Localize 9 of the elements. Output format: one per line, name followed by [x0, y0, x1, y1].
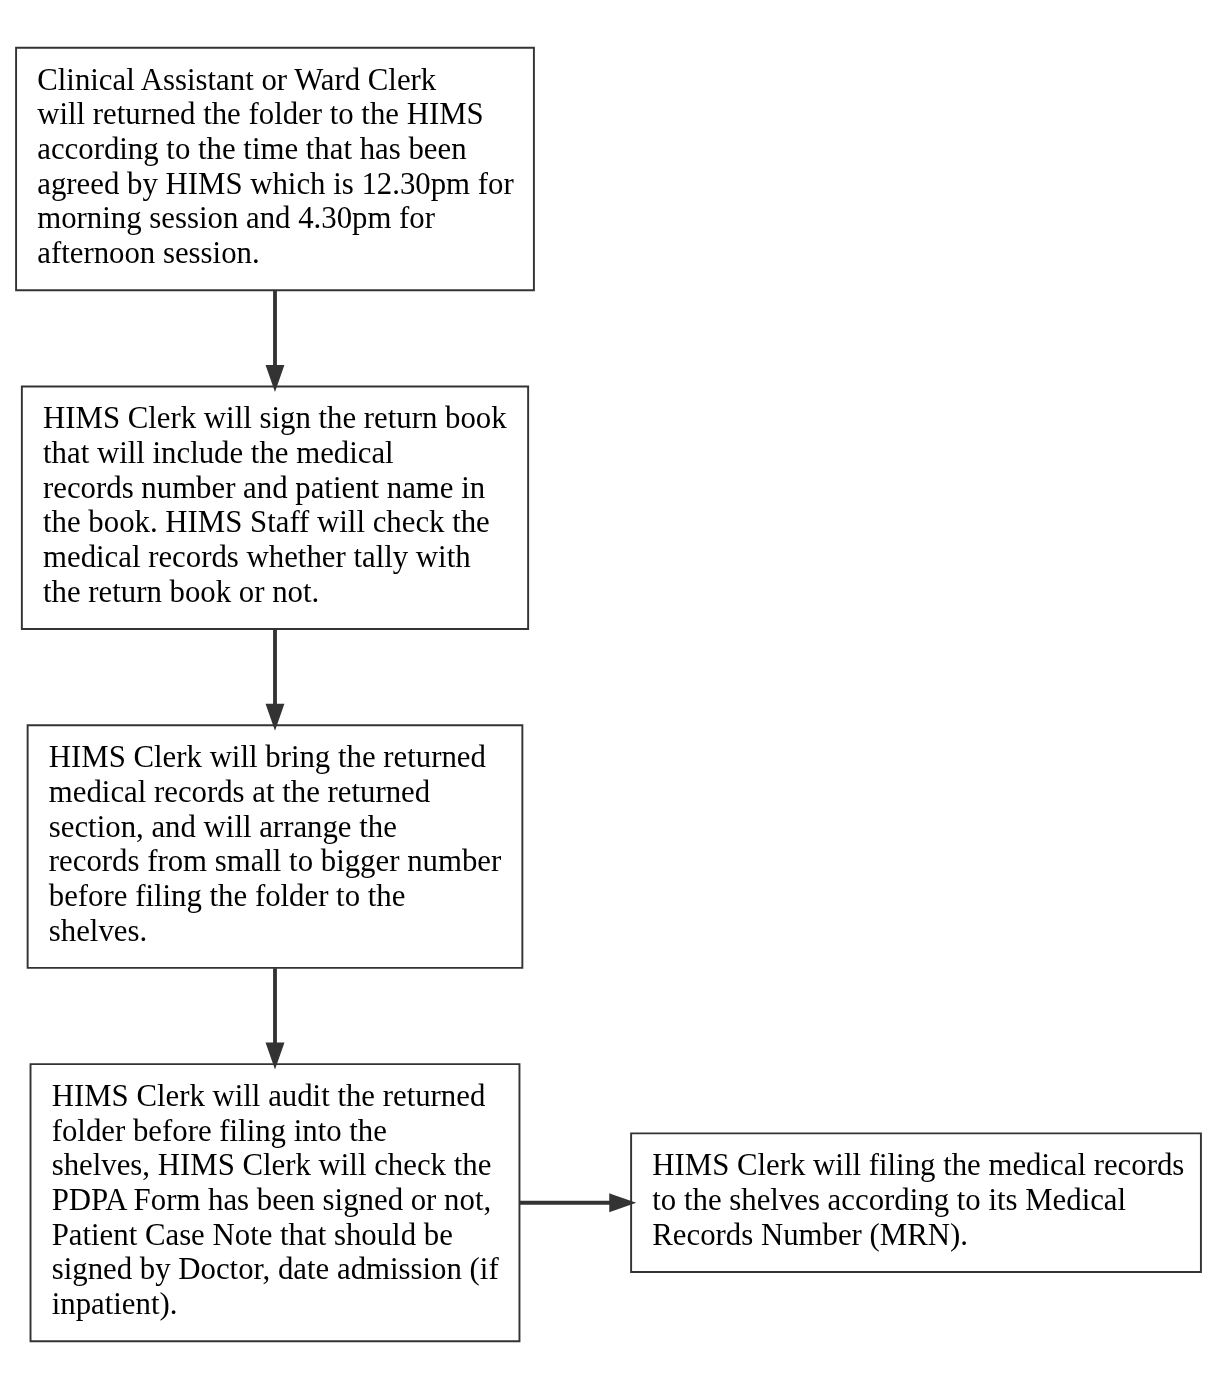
arrow [519, 1192, 637, 1212]
arrow [265, 290, 285, 392]
node-box: HIMS Clerk will filing the medical records to the shelves according to its Medical Records Number (MRN). [630, 1131, 1202, 1273]
node-box: Clinical Assistant or Ward Clerk will returned the folder to the HIMS according to the time that has been agreed by HIMS which is 12.30pm for morning session and 4.30pm for afternoon session. [15, 46, 535, 291]
arrow [265, 967, 285, 1070]
node-box: HIMS Clerk will audit the returned folder before filing into the shelves, HIMS Clerk will check the PDPA Form has been signed or not, Patient Case Note that should be signed by Doctor, date admission (if inpatient). [29, 1062, 521, 1342]
arrow [265, 629, 285, 731]
node-box: HIMS Clerk will sign the return book that will include the medical records number and patient name in the book. HIMS Staff will check the medical records whether tally with the return book or not. [20, 385, 530, 630]
node-box: HIMS Clerk will bring the returned medical records at the returned section, and will arrange the records from small to bigger number before filing the folder to the shelves. [26, 723, 524, 969]
